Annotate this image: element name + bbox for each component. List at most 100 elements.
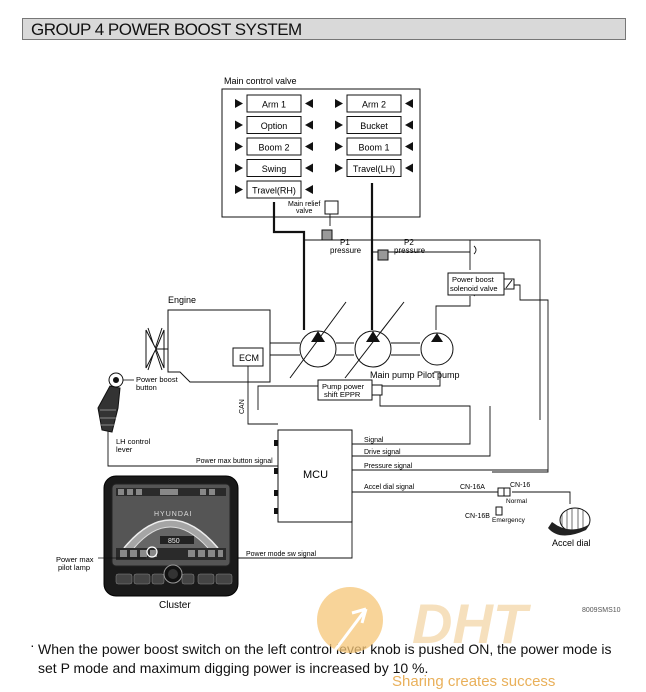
eppr-label-2: shift EPPR — [324, 390, 361, 399]
main-pump-2-variable-icon — [344, 301, 405, 379]
p1-pressure-sensor — [321, 229, 333, 241]
caption-bullet: · — [30, 637, 35, 653]
emergency-label: Emergency — [492, 517, 526, 524]
cluster-device — [103, 475, 239, 597]
lh-control-lever-icon — [97, 372, 124, 433]
spool-spools_right-2: Boom 1 — [335, 137, 413, 156]
accel-dial-knurl — [561, 509, 584, 531]
spool-label: Travel(LH) — [353, 164, 395, 174]
spool-left-arrow-icon — [235, 185, 243, 194]
spool-right-arrow-icon — [405, 142, 413, 151]
pressure-signal-label: Pressure signal — [364, 463, 413, 470]
spool-spools_left-1: Option — [235, 116, 313, 134]
caption-paragraph: · When the power boost switch on the lef… — [30, 637, 628, 678]
spool-label: Boom 2 — [258, 143, 289, 153]
engine-label: Engine — [168, 295, 196, 305]
power-max-pilot-lamp-icon — [146, 546, 158, 558]
power-max-pilot-lamp-label-1: Power max — [56, 555, 94, 564]
spool-left-arrow-icon — [235, 142, 243, 151]
main-relief-valve — [324, 200, 339, 215]
figure-code: 8009SMS10 — [582, 607, 621, 614]
spool-label: Arm 1 — [262, 100, 286, 110]
spool-spools_right-0: Arm 2 — [335, 94, 413, 113]
power-max-button-signal-label: Power max button signal — [196, 458, 273, 465]
spool-box — [346, 116, 402, 134]
section-title-bar: GROUP 4 POWER BOOST SYSTEM — [22, 18, 626, 40]
spool-spools_right-1: Bucket — [335, 116, 413, 134]
caption-text: When the power boost switch on the left … — [38, 641, 612, 676]
spool-left-arrow-icon — [235, 120, 243, 130]
spool-label: Travel(RH) — [252, 186, 296, 196]
p1-label-2: pressure — [330, 246, 362, 255]
spool-label: Bucket — [360, 121, 388, 131]
spool-right-arrow-icon — [405, 120, 413, 130]
lh-control-lever-label-1: LH control — [116, 437, 151, 446]
cluster-label: Cluster — [159, 600, 191, 611]
spool-left-arrow-icon — [335, 99, 343, 108]
power-boost-button-label-1: Power boost — [136, 375, 179, 384]
eppr-label-1: Pump power — [322, 382, 365, 391]
lh-control-lever-label-2: lever — [116, 445, 133, 454]
p1-label-1: P1 — [340, 238, 350, 247]
power-boost-button-label-2: button — [136, 383, 157, 392]
eppr-coil-icon — [371, 384, 383, 396]
signal-wiring — [107, 366, 571, 559]
spool-box — [346, 94, 402, 113]
spool-spools_left-2: Boom 2 — [235, 137, 313, 156]
spool-left-arrow-icon — [235, 163, 243, 173]
cn16a-connector — [497, 487, 505, 497]
spool-box — [246, 137, 302, 156]
spool-box — [246, 94, 302, 113]
solenoid-coil-mark — [505, 279, 513, 289]
spool-right-arrow-icon — [405, 163, 413, 173]
main-pump-1-variable-icon — [289, 301, 347, 379]
main-pump-2-arrow-icon — [366, 331, 380, 342]
power-mode-sw-signal-label: Power mode sw signal — [246, 551, 316, 558]
spool-box — [346, 137, 402, 156]
main-relief-valve-label-2: valve — [296, 208, 312, 215]
accel-dial-base — [548, 522, 590, 536]
solenoid-label-1: Power boost — [452, 275, 495, 284]
spool-spools_right-3: Travel(LH) — [335, 159, 413, 177]
cn16-connector — [503, 487, 511, 497]
spool-box — [246, 180, 302, 199]
accel-dial-signal-label: Accel dial signal — [364, 484, 415, 491]
spool-label: Swing — [262, 164, 287, 174]
accel-dial-label: Accel dial — [552, 538, 591, 548]
spool-box — [346, 159, 402, 177]
pilot-pump-label: Pilot pump — [417, 370, 460, 380]
spool-label: Option — [261, 121, 288, 131]
solenoid-label-2: solenoid valve — [450, 284, 498, 293]
drive-signal-label: Drive signal — [364, 449, 401, 456]
pilot-pump-arrow-icon — [431, 333, 443, 342]
spool-box — [246, 116, 302, 134]
spool-left-arrow-icon — [335, 120, 343, 130]
p2-label-1: P2 — [404, 238, 414, 247]
spool-label: Boom 1 — [358, 143, 389, 153]
cn16b-connector — [495, 506, 503, 516]
mcu-box — [277, 429, 353, 523]
cn16b-label: CN-16B — [465, 513, 490, 520]
can-label: CAN — [239, 399, 246, 414]
spool-right-arrow-icon — [305, 185, 313, 194]
pilot-lines — [257, 214, 549, 473]
spool-left-arrow-icon — [335, 142, 343, 151]
hydraulic-lines — [272, 183, 374, 330]
cluster-brand: HYUNDAI — [154, 511, 193, 518]
cluster-readout: 850 — [168, 538, 180, 545]
main-pump-label: Main pump — [370, 370, 415, 380]
mcu-label: MCU — [303, 469, 328, 481]
spool-right-arrow-icon — [305, 99, 313, 108]
spool-label: Arm 2 — [362, 100, 386, 110]
ecm-label: ECM — [239, 353, 259, 363]
section-title: GROUP 4 POWER BOOST SYSTEM — [31, 20, 302, 39]
mcu-connectors — [274, 440, 278, 514]
p2-pressure-sensor — [377, 249, 389, 261]
spool-spools_left-0: Arm 1 — [235, 94, 313, 113]
p2-label-2: pressure — [394, 246, 426, 255]
main-pump-1-arrow-icon — [311, 331, 325, 342]
spool-spools_left-4: Travel(RH) — [235, 180, 313, 199]
spool-right-arrow-icon — [305, 142, 313, 151]
